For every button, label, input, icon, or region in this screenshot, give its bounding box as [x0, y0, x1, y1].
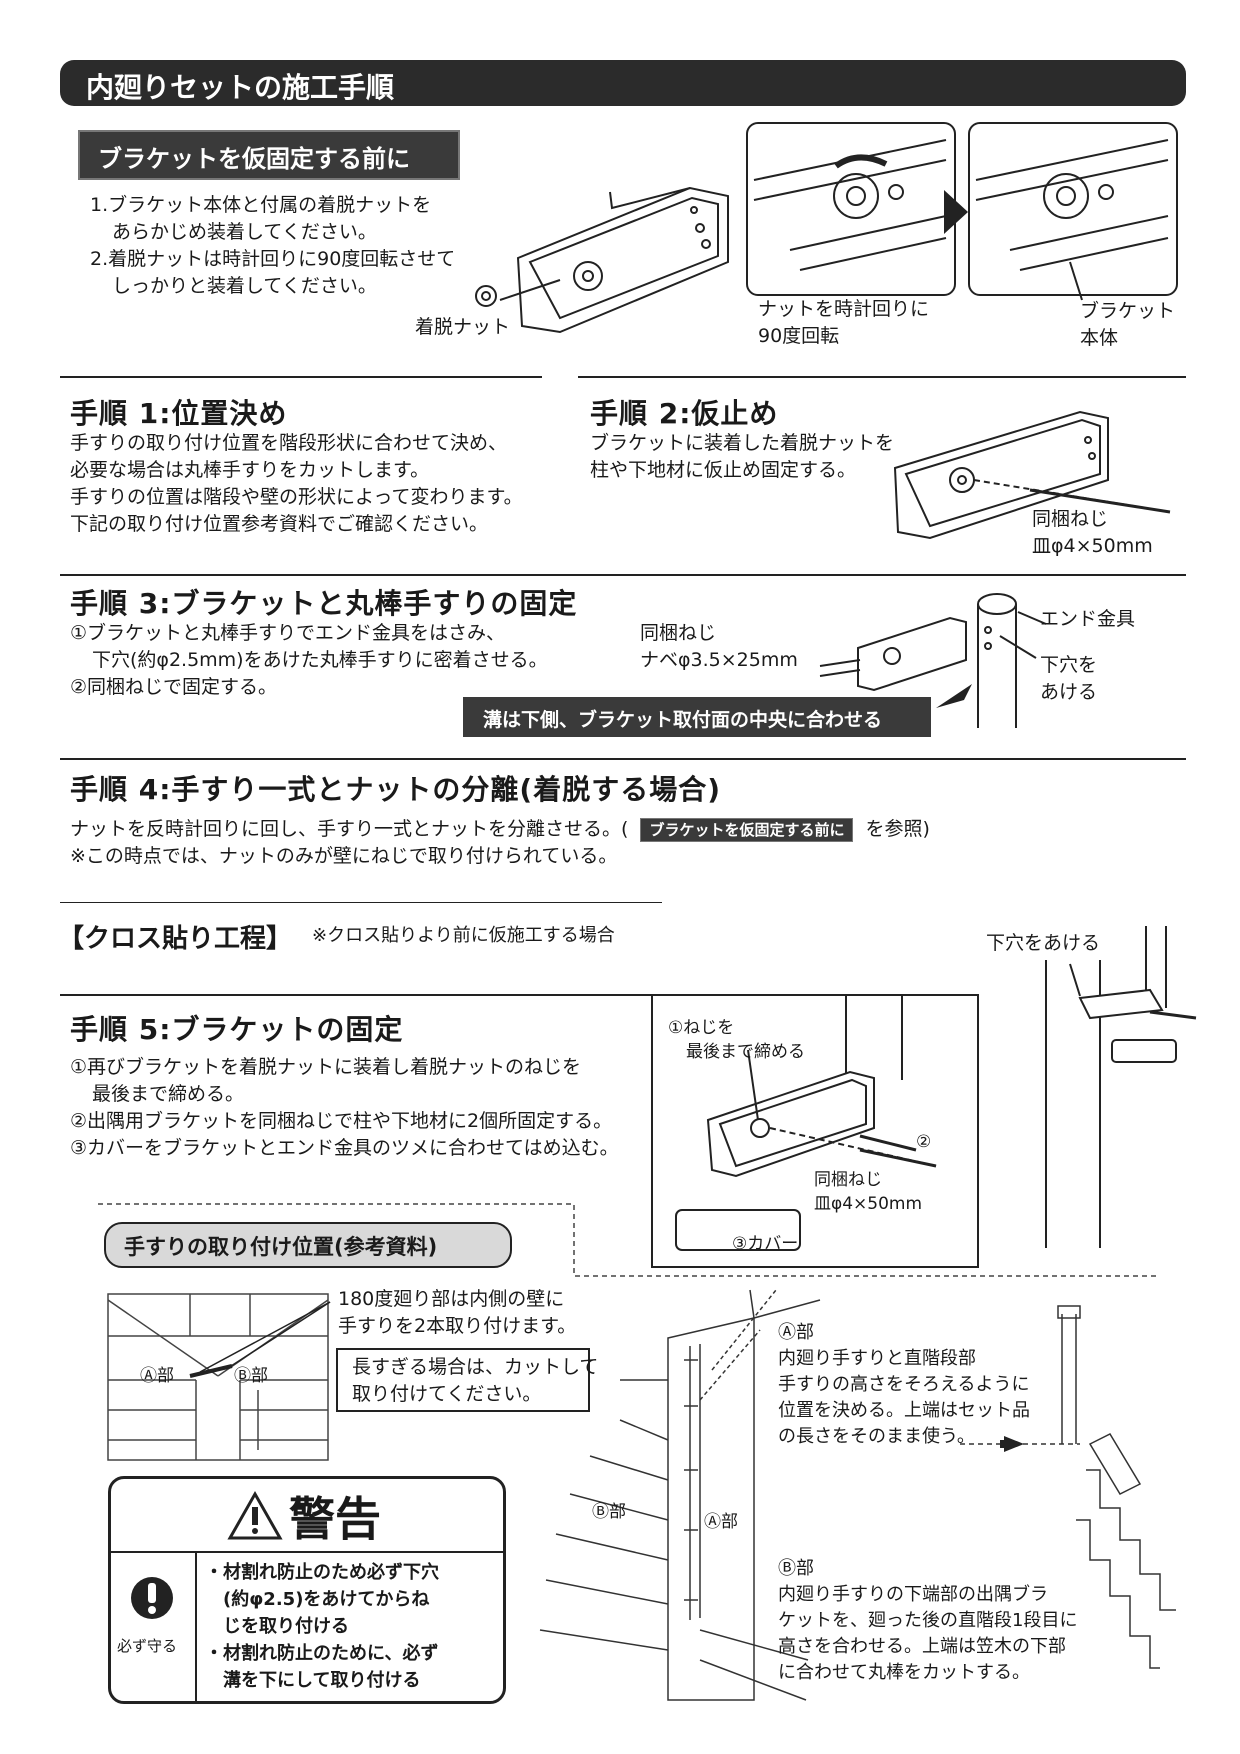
divider — [60, 376, 542, 378]
perspective-label-b: Ⓑ部 — [592, 1502, 626, 1522]
reference-badge-box: 手すりの取り付け位置(参考資料) — [104, 1222, 512, 1268]
plan-label-a: Ⓐ部 — [140, 1366, 174, 1386]
plan-label-b: Ⓑ部 — [234, 1366, 268, 1386]
step3-title: 手順 3:ブラケットと丸棒手すりの固定 — [70, 587, 578, 620]
nut-label: 着脱ナット — [415, 316, 511, 338]
cloth-note: ※クロス貼りより前に仮施工する場合 — [312, 925, 615, 946]
divider — [578, 376, 1186, 378]
reference-badge: ブラケットを仮固定する前に — [640, 818, 854, 842]
pilot-hole-label: 下穴を あける — [1040, 654, 1098, 703]
step2-title: 手順 2:仮止め — [590, 397, 779, 430]
before-text: 1.ブラケット本体と付属の着脱ナットを あらかじめ装着してください。 2.着脱ナ… — [90, 194, 456, 297]
step1-title: 手順 1:位置決め — [70, 397, 288, 430]
groove-note: 溝は下側、ブラケット取付面の中央に合わせる — [463, 697, 931, 737]
section-header: 内廻りセットの施工手順 — [60, 60, 1186, 106]
divider — [60, 574, 1186, 576]
step5-screw-callout: 同梱ねじ 皿φ4×50mm — [814, 1170, 923, 1214]
step5-text: ①再びブラケットを着脱ナットに装着し着脱ナットのねじを 最後まで締める。 ②出隅… — [70, 1056, 619, 1159]
part-a-description: Ⓐ部 内廻り手すりと直階段部 手すりの高さをそろえるように 位置を決める。上端は… — [778, 1322, 1030, 1447]
page-title: 内廻りセットの施工手順 — [86, 71, 395, 104]
before-badge: ブラケットを仮固定する前に — [78, 130, 460, 180]
cloth-title: 【クロス貼り工程】 — [58, 924, 293, 954]
step4-text: ナットを反時計回りに回し、手すり一式とナットを分離させる。( ブラケットを仮固定… — [70, 818, 930, 867]
zoom-panel-after — [968, 122, 1178, 296]
step3-screw-caption: 同梱ねじ ナベφ3.5×25mm — [640, 622, 798, 671]
perspective-label-a: Ⓐ部 — [704, 1512, 738, 1532]
step1-text: 手すりの取り付け位置を階段形状に合わせて決め、 必要な場合は丸棒手すりをカットし… — [70, 432, 523, 535]
step2-screw-caption: 同梱ねじ 皿φ4×50mm — [1032, 508, 1153, 557]
warning-icon-column: 必ず守る — [111, 1551, 197, 1701]
divider — [60, 902, 662, 903]
rotate-caption: ナットを時計回りに 90度回転 — [758, 298, 930, 347]
step5-title: 手順 5:ブラケットの固定 — [70, 1013, 404, 1046]
cut-note: 長すぎる場合は、カットして 取り付けてください。 — [336, 1348, 598, 1412]
cloth-hole-label: 下穴をあける — [986, 932, 1101, 954]
cover-callout: ③カバー — [732, 1234, 799, 1254]
zoom-panel-before — [746, 122, 956, 296]
warning-box: 警告 必ず守る ・材割れ防止のため必ず下穴 (約φ2.5)をあけてからね じを取… — [108, 1476, 506, 1704]
mandatory-icon — [131, 1577, 173, 1619]
divider — [60, 994, 658, 996]
step2-text: ブラケットに装着した着脱ナットを 柱や下地材に仮止め固定する。 — [590, 432, 895, 481]
arrow-icon — [936, 684, 972, 708]
divider — [60, 758, 1186, 760]
warning-title: 警告 — [289, 1492, 381, 1546]
rotation-note: 180度廻り部は内側の壁に 手すりを2本取り付けます。 — [338, 1288, 577, 1337]
part-b-description: Ⓑ部 内廻り手すりの下端部の出隅ブラ ケットを、廻った後の直階段1段目に 高さを… — [778, 1558, 1078, 1683]
screw-number-callout: ② — [916, 1132, 932, 1152]
warning-items: ・材割れ防止のため必ず下穴 (約φ2.5)をあけてからね じを取り付ける ・材割… — [205, 1562, 439, 1691]
warning-header: 警告 — [111, 1479, 503, 1553]
tighten-callout: ①ねじを 最後まで締める — [668, 1018, 805, 1062]
step4-title: 手順 4:手すり一式とナットの分離(着脱する場合) — [70, 773, 722, 806]
step3-text: ①ブラケットと丸棒手すりでエンド金具をはさみ、 下穴(約φ2.5mm)をあけた丸… — [70, 622, 548, 698]
bracket-body-caption: ブラケット 本体 — [1080, 300, 1176, 349]
mandatory-label: 必ず守る — [117, 1637, 178, 1655]
warning-triangle-icon — [227, 1490, 283, 1540]
end-fitting-label: エンド金具 — [1040, 608, 1136, 630]
